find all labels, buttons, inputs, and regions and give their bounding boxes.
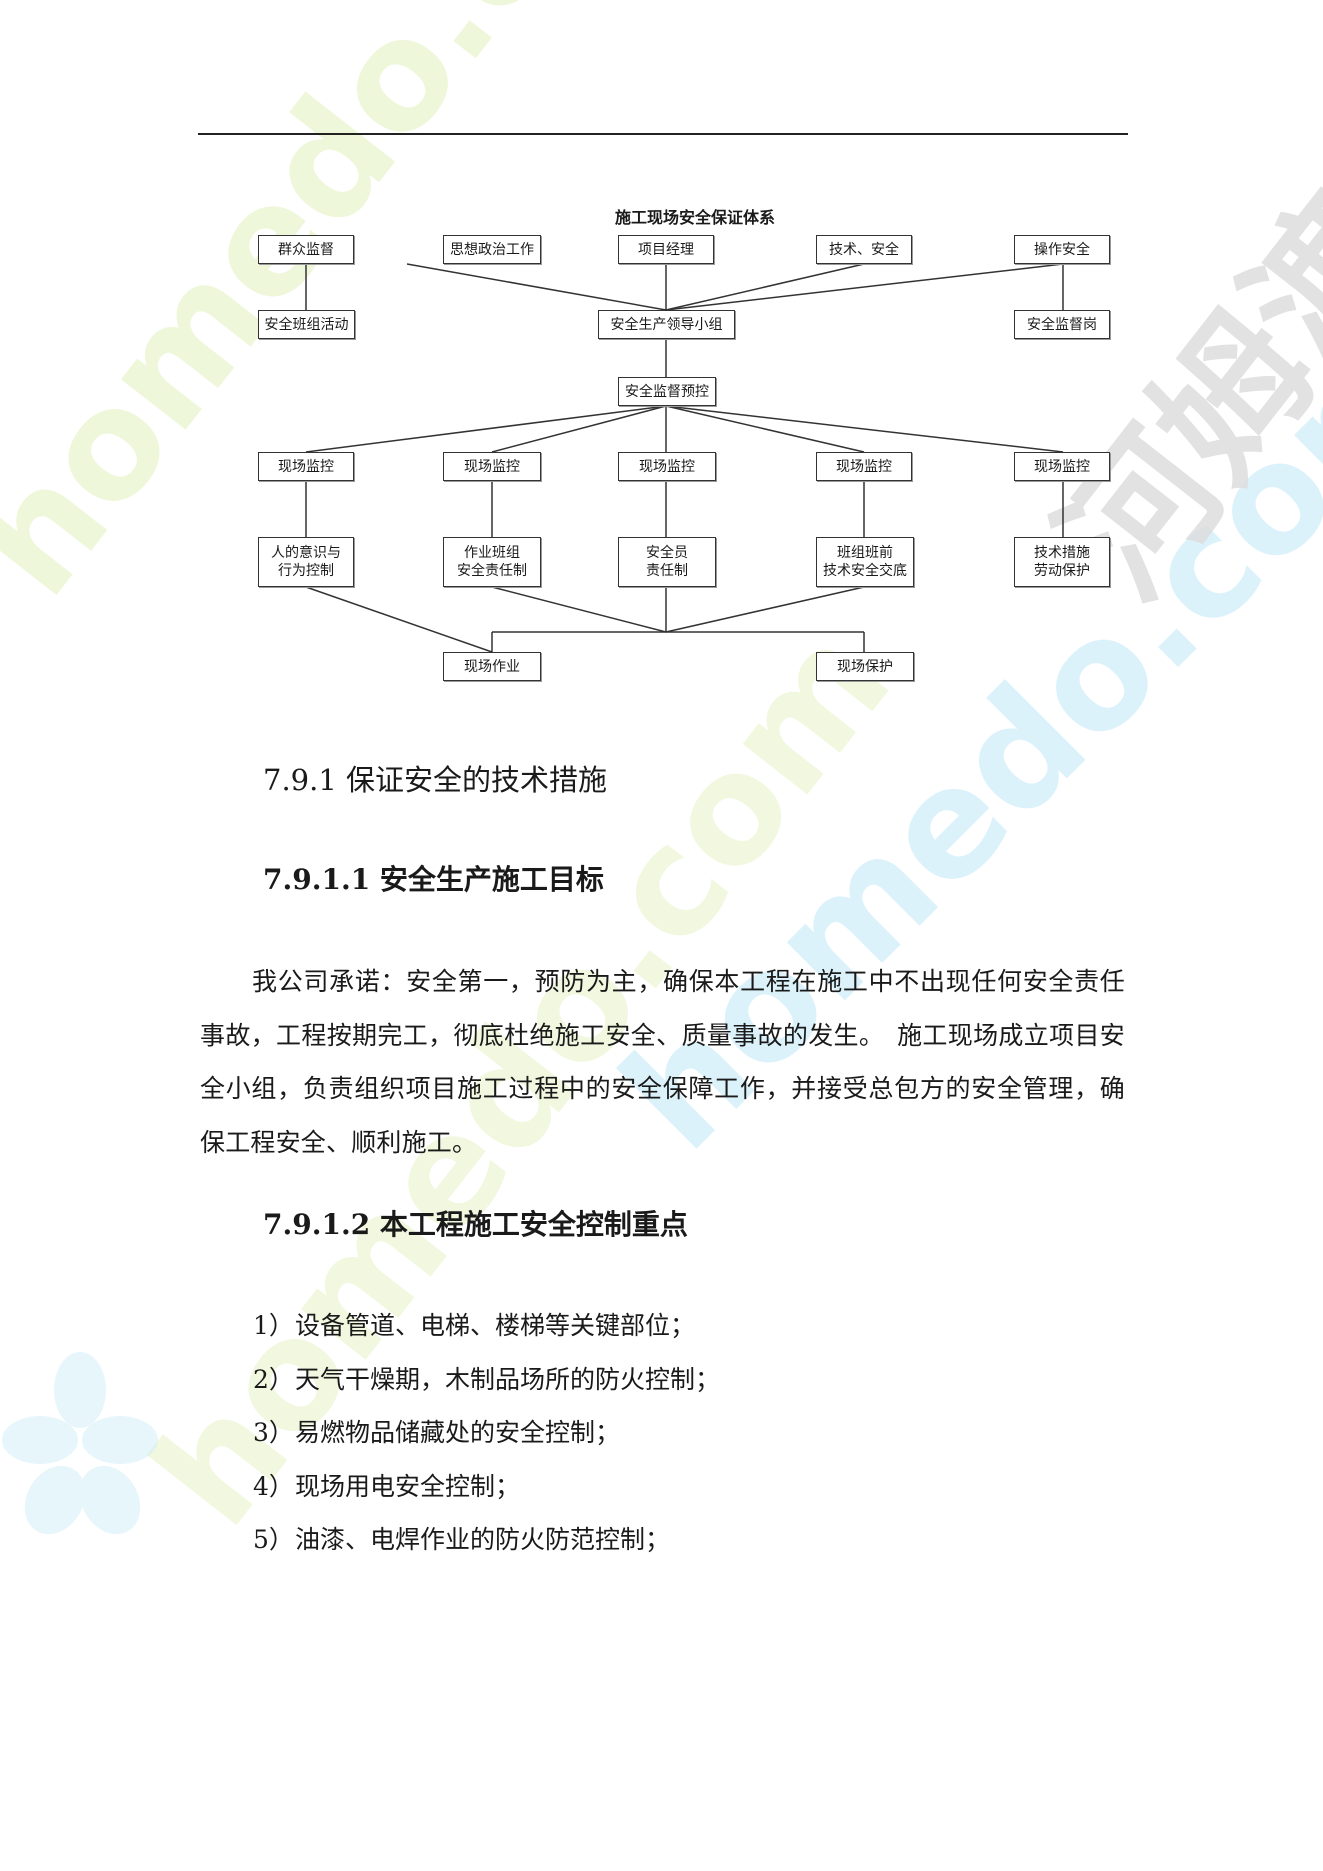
list-item-number: 1） (253, 1311, 294, 1340)
node-jiankong-4: 现场监控 (816, 452, 912, 481)
list-item-text: 设备管道、电梯、楼梯等关键部位； (295, 1311, 696, 1340)
connector (665, 263, 865, 311)
list-item-text: 现场用电安全控制； (295, 1471, 521, 1501)
section-heading: 7.9.1 保证安全的技术措施 (263, 763, 608, 797)
list-item-number: 4） (253, 1471, 294, 1501)
node-banqian: 班组班前 技术安全交底 (816, 537, 914, 587)
paragraph-goal: 我公司承诺：安全第一，预防为主，确保本工程在施工中不出现任何安全责任事故，工程按… (200, 967, 1125, 1157)
node-jiankong-1: 现场监控 (258, 452, 354, 481)
list-item-number: 3） (253, 1418, 294, 1447)
connector (305, 586, 493, 653)
node-xc-zuoye: 现场作业 (443, 652, 541, 681)
control-points-list: 1）设备管道、电梯、楼梯等关键部位； 2）天气干燥期，木制品场所的防火控制； 3… (253, 1299, 720, 1567)
node-jiankong-5: 现场监控 (1014, 452, 1110, 481)
list-item: 2）天气干燥期，木制品场所的防火控制； (253, 1353, 720, 1407)
list-item-text: 易燃物品储藏处的安全控制； (295, 1418, 621, 1447)
node-qunzhong: 群众监督 (258, 235, 354, 264)
list-item-text: 油漆、电焊作业的防火防范控制； (295, 1525, 671, 1554)
subsection-heading-2: 7.9.1.2 本工程施工安全控制重点 (263, 1208, 688, 1241)
list-item: 3）易燃物品储藏处的安全控制； (253, 1406, 720, 1460)
list-item-text: 天气干燥期，木制品场所的防火控制； (295, 1364, 721, 1394)
watermark-flower-icon (2, 1352, 158, 1535)
node-jishu: 技术、安全 (816, 235, 912, 264)
node-jiandu-gang: 安全监督岗 (1014, 310, 1110, 339)
connector (491, 586, 667, 633)
node-zuoye-ban: 作业班组 安全责任制 (443, 537, 541, 587)
node-banzu: 安全班组活动 (258, 310, 355, 339)
connector (665, 263, 1064, 311)
node-ren: 人的意识与 行为控制 (258, 537, 354, 587)
list-item-number: 2） (253, 1364, 294, 1394)
diagram-connectors (305, 263, 1064, 653)
node-xiangmu: 项目经理 (618, 235, 714, 264)
connector (491, 405, 667, 453)
list-item: 1）设备管道、电梯、楼梯等关键部位； (253, 1299, 720, 1353)
node-jiankong-2: 现场监控 (443, 452, 541, 481)
list-item-number: 5） (253, 1525, 294, 1554)
subsection-heading-1: 7.9.1.1 安全生产施工目标 (263, 863, 604, 896)
node-jiankong-3: 现场监控 (618, 452, 716, 481)
node-lingdao: 安全生产领导小组 (598, 310, 735, 339)
diagram-title: 施工现场安全保证体系 (614, 208, 775, 227)
list-item: 5）油漆、电焊作业的防火防范控制； (253, 1513, 720, 1567)
connector (665, 405, 1064, 453)
connector (665, 586, 865, 633)
list-item: 4）现场用电安全控制； (253, 1460, 720, 1514)
node-caozuo: 操作安全 (1014, 235, 1110, 264)
connector (305, 405, 667, 453)
node-cuoshi: 技术措施 劳动保护 (1014, 537, 1110, 587)
node-sixiang: 思想政治工作 (443, 235, 541, 264)
node-anquanyuan: 安全员 责任制 (618, 537, 716, 587)
node-xc-baohu: 现场保护 (816, 652, 914, 681)
connector (665, 405, 865, 453)
node-yukong: 安全监督预控 (618, 377, 716, 406)
header-rule (198, 133, 1128, 135)
connector (406, 263, 667, 311)
